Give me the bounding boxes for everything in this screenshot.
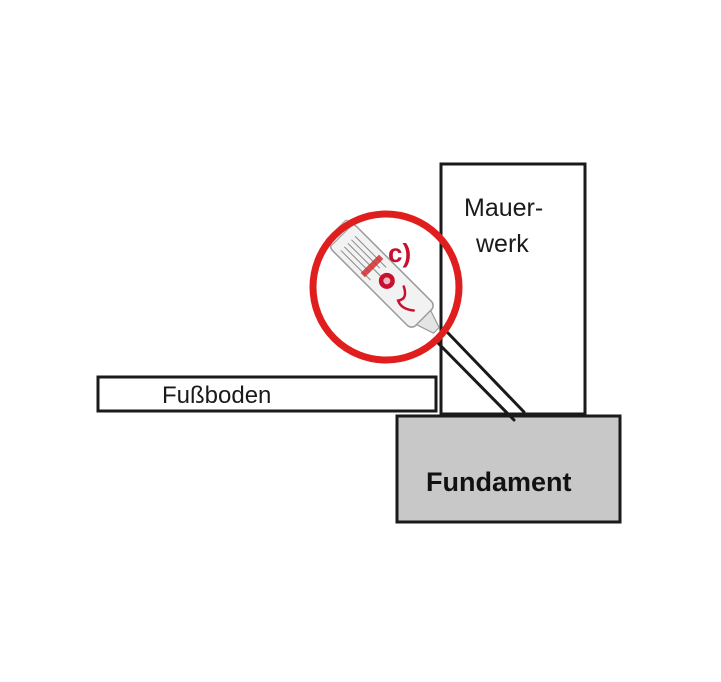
highlight-ring: [309, 210, 463, 364]
masonry-label-line2: werk: [475, 230, 529, 258]
foundation-label: Fundament: [426, 467, 572, 497]
masonry-label-line1: Mauer-: [464, 194, 543, 222]
foundation-block: [395, 414, 622, 524]
floor-label: Fußboden: [162, 382, 271, 409]
sealant-cartridge-icon: [325, 219, 440, 334]
cartridge-nozzle: [436, 331, 526, 422]
marker-label: c): [388, 238, 411, 268]
floor-slab: [96, 375, 438, 413]
